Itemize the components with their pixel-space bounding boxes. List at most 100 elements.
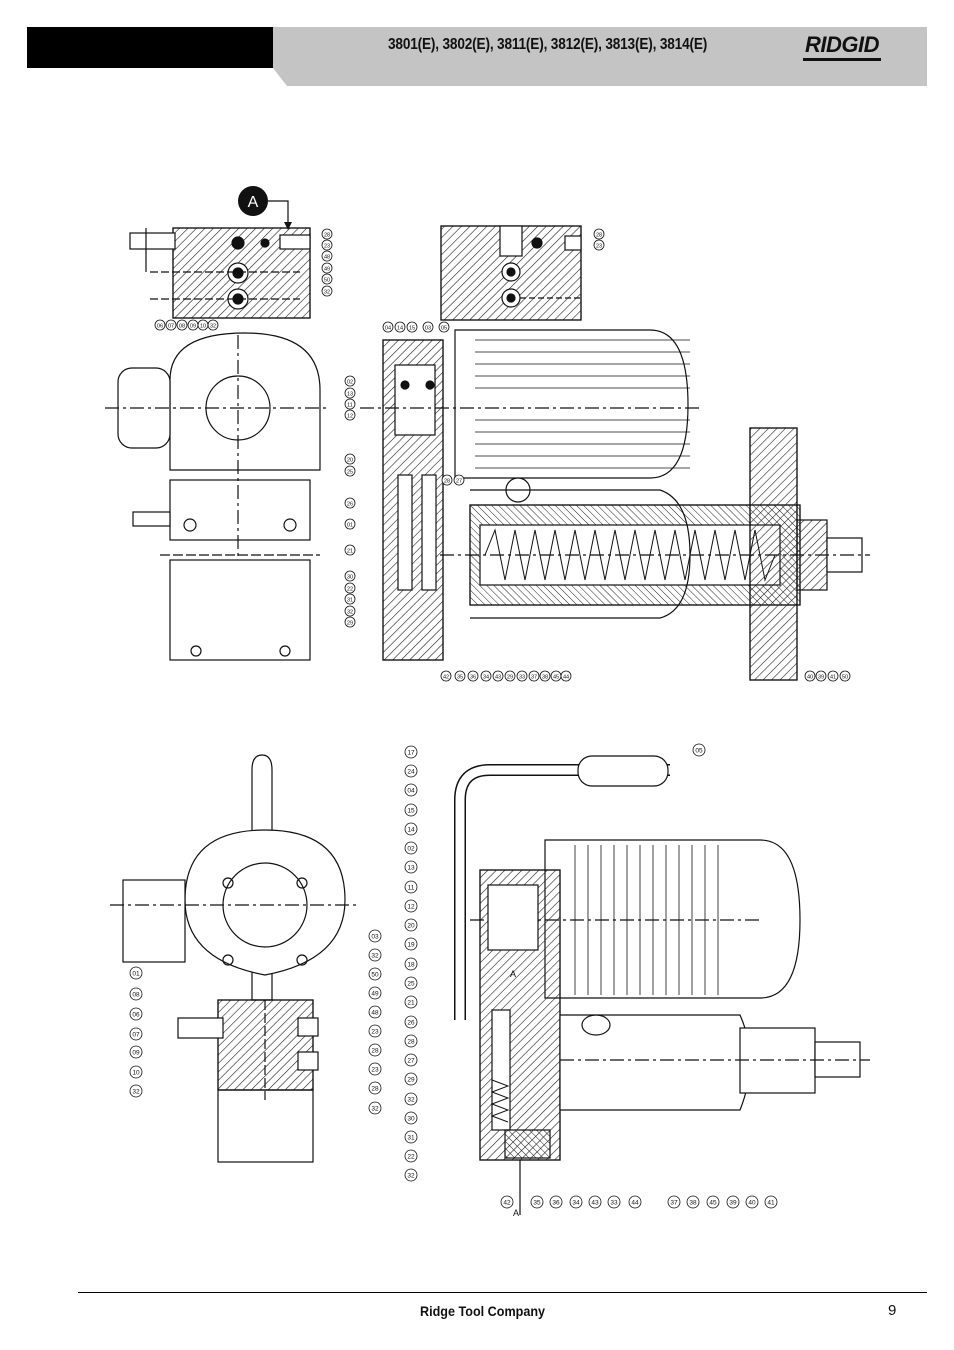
- svg-text:32: 32: [371, 953, 379, 960]
- svg-text:48: 48: [371, 1010, 379, 1017]
- svg-text:A: A: [513, 1208, 519, 1218]
- top-left-valve-block: [129, 227, 311, 319]
- svg-text:05: 05: [695, 748, 703, 755]
- svg-text:27: 27: [456, 479, 462, 485]
- svg-text:10: 10: [200, 324, 206, 330]
- svg-text:03: 03: [425, 326, 431, 332]
- svg-text:27: 27: [407, 1058, 415, 1065]
- svg-text:26: 26: [347, 502, 353, 508]
- svg-text:04: 04: [385, 326, 391, 332]
- svg-text:13: 13: [347, 392, 353, 398]
- svg-text:24: 24: [407, 769, 415, 776]
- footer-rule: [78, 1292, 927, 1293]
- svg-text:40: 40: [807, 675, 813, 681]
- svg-text:09: 09: [190, 324, 196, 330]
- svg-text:08: 08: [179, 324, 185, 330]
- footer-company: Ridge Tool Company: [420, 1303, 546, 1319]
- exploded-parts-drawing: A: [105, 186, 870, 1218]
- svg-text:40: 40: [748, 1200, 756, 1207]
- svg-text:28: 28: [596, 233, 602, 239]
- svg-text:A: A: [248, 194, 259, 211]
- svg-text:25: 25: [407, 981, 415, 988]
- svg-text:43: 43: [495, 675, 501, 681]
- svg-text:32: 32: [347, 610, 353, 616]
- svg-text:32: 32: [407, 1173, 415, 1180]
- svg-text:44: 44: [631, 1200, 639, 1207]
- svg-text:36: 36: [470, 675, 476, 681]
- svg-text:20: 20: [407, 923, 415, 930]
- svg-text:21: 21: [347, 549, 353, 555]
- svg-text:23: 23: [371, 1067, 379, 1074]
- svg-text:11: 11: [408, 885, 415, 892]
- svg-text:50: 50: [842, 675, 848, 681]
- svg-text:39: 39: [818, 675, 824, 681]
- svg-text:29: 29: [347, 621, 353, 627]
- svg-text:42: 42: [443, 675, 449, 681]
- svg-text:19: 19: [407, 942, 415, 949]
- svg-text:14: 14: [397, 326, 403, 332]
- svg-text:04: 04: [407, 788, 415, 795]
- svg-text:37: 37: [531, 675, 537, 681]
- svg-text:49: 49: [371, 991, 379, 998]
- svg-text:02: 02: [347, 380, 353, 386]
- svg-text:07: 07: [132, 1032, 140, 1039]
- top-center-valve-block: [440, 225, 582, 321]
- page-number: 9: [888, 1302, 897, 1319]
- svg-text:22: 22: [407, 1154, 415, 1161]
- svg-text:38: 38: [689, 1200, 697, 1207]
- svg-text:32: 32: [371, 1106, 379, 1113]
- svg-text:30: 30: [347, 575, 353, 581]
- svg-text:30: 30: [407, 1116, 415, 1123]
- callout-a: A: [238, 186, 292, 230]
- svg-text:07: 07: [168, 324, 174, 330]
- svg-text:12: 12: [407, 904, 415, 911]
- header-black-bar: [27, 27, 273, 68]
- svg-text:32: 32: [132, 1089, 140, 1096]
- svg-text:45: 45: [709, 1200, 717, 1207]
- svg-text:01: 01: [132, 971, 140, 978]
- part-number-callouts: 01 08 06 07 09 10 32 03 32 50 49 48 23 2…: [129, 228, 851, 1218]
- svg-text:36: 36: [552, 1200, 560, 1207]
- svg-text:03: 03: [371, 934, 379, 941]
- svg-text:34: 34: [572, 1200, 580, 1207]
- svg-text:08: 08: [132, 992, 140, 999]
- svg-text:33: 33: [519, 675, 525, 681]
- svg-text:29: 29: [407, 1077, 415, 1084]
- svg-text:01: 01: [347, 523, 353, 529]
- svg-text:13: 13: [407, 865, 415, 872]
- svg-text:35: 35: [457, 675, 463, 681]
- svg-text:28: 28: [371, 1086, 379, 1093]
- svg-text:15: 15: [407, 808, 415, 815]
- svg-text:22: 22: [347, 587, 353, 593]
- svg-text:45: 45: [553, 675, 559, 681]
- svg-text:09: 09: [132, 1050, 140, 1057]
- svg-text:06: 06: [157, 324, 163, 330]
- svg-text:14: 14: [407, 827, 415, 834]
- svg-text:49: 49: [324, 267, 330, 273]
- svg-text:31: 31: [407, 1135, 415, 1142]
- svg-text:34: 34: [483, 675, 489, 681]
- svg-text:39: 39: [729, 1200, 737, 1207]
- svg-text:33: 33: [610, 1200, 618, 1207]
- ridgid-logo: RIDGID: [803, 32, 881, 61]
- svg-text:28: 28: [324, 233, 330, 239]
- svg-text:17: 17: [407, 750, 415, 757]
- svg-text:35: 35: [533, 1200, 541, 1207]
- svg-text:25: 25: [347, 470, 353, 476]
- svg-text:11: 11: [347, 403, 353, 409]
- svg-text:32: 32: [210, 324, 216, 330]
- svg-text:38: 38: [542, 675, 548, 681]
- model-list-title: 3801(E), 3802(E), 3811(E), 3812(E), 3813…: [388, 36, 708, 53]
- svg-text:10: 10: [132, 1070, 140, 1077]
- svg-text:A: A: [510, 969, 516, 979]
- svg-text:41: 41: [830, 675, 836, 681]
- end-view-lower: [110, 754, 360, 1163]
- svg-text:20: 20: [347, 458, 353, 464]
- header-gray-bar: [273, 27, 927, 68]
- svg-text:26: 26: [407, 1020, 415, 1027]
- svg-text:28: 28: [444, 479, 450, 485]
- svg-text:32: 32: [407, 1097, 415, 1104]
- svg-text:41: 41: [767, 1200, 775, 1207]
- lower-pump-section: [454, 755, 870, 1215]
- svg-text:29: 29: [507, 675, 513, 681]
